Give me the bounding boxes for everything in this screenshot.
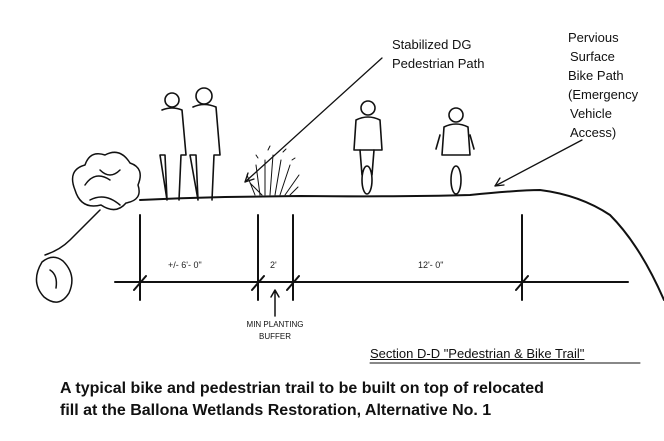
dg-path-label-2: Pedestrian Path — [392, 56, 485, 71]
dimension-right: 12'- 0" — [418, 260, 444, 270]
dimension-lines — [114, 214, 629, 317]
pedestrian-figures — [159, 87, 221, 201]
bike-path-label-5: Vehicle — [570, 106, 612, 121]
caption-line-2: fill at the Ballona Wetlands Restoration… — [60, 402, 492, 419]
bike-path-label-1: Pervious — [568, 30, 619, 45]
bike-path-label-2: Surface — [570, 49, 615, 64]
bike-path-label-6: Access) — [570, 125, 617, 140]
cyclist-figure-2 — [435, 107, 475, 195]
ground-line — [139, 189, 664, 301]
planting-buffer-grass — [246, 145, 300, 196]
section-title: Section D-D "Pedestrian & Bike Trail" — [370, 346, 585, 361]
bike-path-label-3: Bike Path — [568, 68, 624, 83]
buffer-note: MIN PLANTING BUFFER — [235, 319, 315, 343]
dimension-middle: 2' — [270, 260, 277, 270]
buffer-note-line-1: MIN PLANTING — [246, 320, 304, 329]
shrub-left — [35, 151, 141, 303]
bike-path-label-4: (Emergency — [568, 87, 639, 102]
buffer-note-line-2: BUFFER — [259, 332, 291, 341]
dimension-left: +/- 6'- 0" — [168, 260, 202, 270]
dg-path-label-1: Stabilized DG — [392, 37, 472, 52]
caption-line-1: A typical bike and pedestrian trail to b… — [60, 380, 544, 397]
buffer-arrow — [270, 289, 280, 317]
cyclist-figure-1 — [353, 100, 383, 195]
leader-lines — [244, 57, 583, 187]
